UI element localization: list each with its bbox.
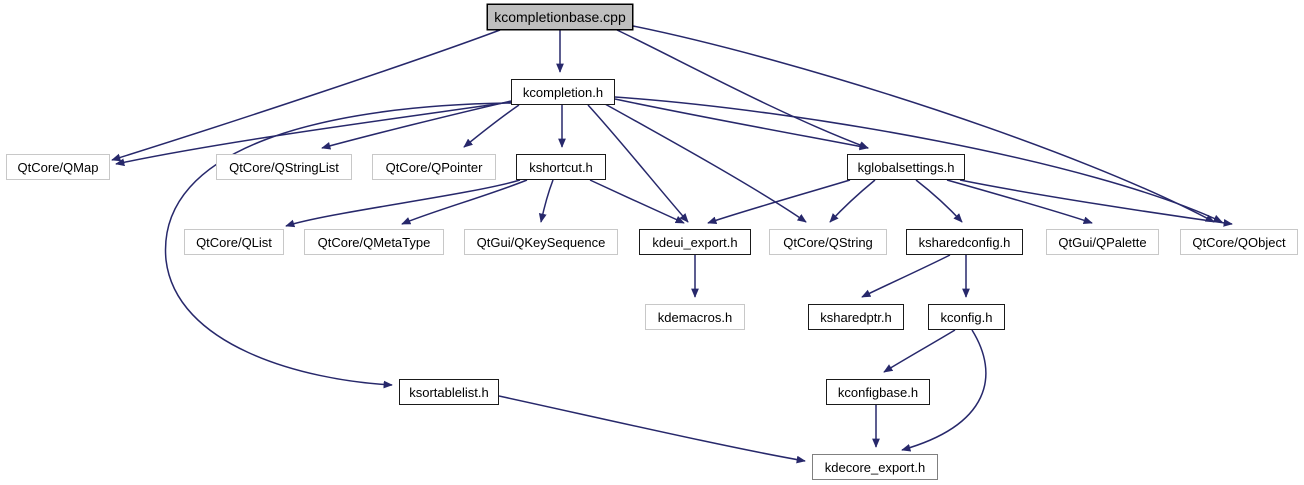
edge-kglobalsettings_h-to-kdeui_export_h — [707, 179, 851, 224]
edge-ksortablelist_h-to-kdecore_export_h — [498, 395, 806, 464]
edge-kconfig_h-to-kconfigbase_h — [883, 329, 956, 373]
node-kdeui_export_h[interactable]: kdeui_export.h — [639, 229, 751, 255]
edge-kcompletionbase_cpp-to-kglobalsettings_h — [616, 29, 869, 149]
node-label: QtCore/QString — [783, 234, 873, 250]
edge-kcompletionbase_cpp-to-qtcore_qmap — [111, 29, 501, 162]
edge-kshortcut_h-to-qtcore_qlist — [285, 179, 521, 228]
edge-kcompletion_h-to-qtcore_qmap — [115, 101, 512, 167]
node-label: kcompletionbase.cpp — [494, 9, 626, 25]
node-qtcore_qmap[interactable]: QtCore/QMap — [6, 154, 110, 180]
node-label: kdeui_export.h — [652, 234, 738, 250]
node-qtcore_qobject[interactable]: QtCore/QObject — [1180, 229, 1298, 255]
edge-kshortcut_h-to-qtgui_qkeysequence — [538, 179, 554, 223]
edge-ksharedconfig_h-to-ksharedptr_h — [861, 254, 951, 298]
node-label: kcompletion.h — [522, 84, 604, 100]
edge-kconfig_h-to-kdecore_export_h — [901, 329, 987, 452]
node-qtcore_qstringlist[interactable]: QtCore/QStringList — [216, 154, 352, 180]
edge-kcompletion_h-to-qtcore_qstring — [604, 103, 807, 223]
node-kglobalsettings_h[interactable]: kglobalsettings.h — [847, 154, 965, 180]
node-label: ksharedptr.h — [820, 309, 892, 325]
edge-kglobalsettings_h-to-ksharedconfig_h — [915, 179, 963, 223]
node-label: QtCore/QObject — [1192, 234, 1286, 250]
node-label: QtGui/QKeySequence — [476, 234, 606, 250]
node-label: QtGui/QPalette — [1058, 234, 1147, 250]
node-label: QtCore/QMetaType — [317, 234, 431, 250]
node-label: QtCore/QList — [196, 234, 272, 250]
node-kshortcut_h[interactable]: kshortcut.h — [516, 154, 606, 180]
node-kconfigbase_h[interactable]: kconfigbase.h — [826, 379, 930, 405]
node-label: kdemacros.h — [657, 309, 733, 325]
edge-kglobalsettings_h-to-qtcore_qstring — [829, 179, 876, 223]
node-kdecore_export_h[interactable]: kdecore_export.h — [812, 454, 938, 480]
node-label: kshortcut.h — [529, 159, 593, 175]
edge-kcompletion_h-to-ksortablelist_h — [164, 102, 514, 389]
node-label: kglobalsettings.h — [857, 159, 955, 175]
node-label: ksortablelist.h — [409, 384, 489, 400]
edge-kcompletion_h-to-kdeui_export_h — [587, 104, 689, 223]
node-qtcore_qlist[interactable]: QtCore/QList — [184, 229, 284, 255]
edge-kcompletion_h-to-kglobalsettings_h — [614, 98, 869, 151]
node-label: kconfig.h — [940, 309, 993, 325]
node-kdemacros_h[interactable]: kdemacros.h — [645, 304, 745, 330]
node-qtcore_qstring[interactable]: QtCore/QString — [769, 229, 887, 255]
node-label: QtCore/QStringList — [229, 159, 339, 175]
edge-kglobalsettings_h-to-qtgui_qpalette — [946, 179, 1093, 224]
node-kcompletion_h[interactable]: kcompletion.h — [511, 79, 615, 105]
node-ksortablelist_h[interactable]: ksortablelist.h — [399, 379, 499, 405]
node-qtcore_qmetatype[interactable]: QtCore/QMetaType — [304, 229, 444, 255]
node-qtgui_qkeysequence[interactable]: QtGui/QKeySequence — [464, 229, 618, 255]
node-qtgui_qpalette[interactable]: QtGui/QPalette — [1046, 229, 1159, 255]
edge-kcompletion_h-to-qtcore_qpointer — [463, 104, 520, 148]
edge-kcompletion_h-to-qtcore_qstringlist — [321, 100, 512, 150]
node-label: QtCore/QPointer — [385, 159, 483, 175]
node-label: ksharedconfig.h — [918, 234, 1011, 250]
node-qtcore_qpointer[interactable]: QtCore/QPointer — [372, 154, 496, 180]
node-ksharedptr_h[interactable]: ksharedptr.h — [808, 304, 904, 330]
node-kcompletionbase_cpp[interactable]: kcompletionbase.cpp — [487, 4, 633, 30]
node-label: kconfigbase.h — [837, 384, 919, 400]
node-label: kdecore_export.h — [824, 459, 926, 475]
node-ksharedconfig_h[interactable]: ksharedconfig.h — [906, 229, 1023, 255]
edge-kcompletionbase_cpp-to-qtcore_qobject — [632, 25, 1215, 223]
node-kconfig_h[interactable]: kconfig.h — [928, 304, 1005, 330]
edge-kshortcut_h-to-qtcore_qmetatype — [401, 179, 528, 225]
edge-kcompletion_h-to-qtcore_qobject — [614, 96, 1223, 223]
node-label: QtCore/QMap — [17, 159, 99, 175]
edge-kshortcut_h-to-kdeui_export_h — [589, 179, 685, 224]
edge-kglobalsettings_h-to-qtcore_qobject — [959, 179, 1233, 227]
